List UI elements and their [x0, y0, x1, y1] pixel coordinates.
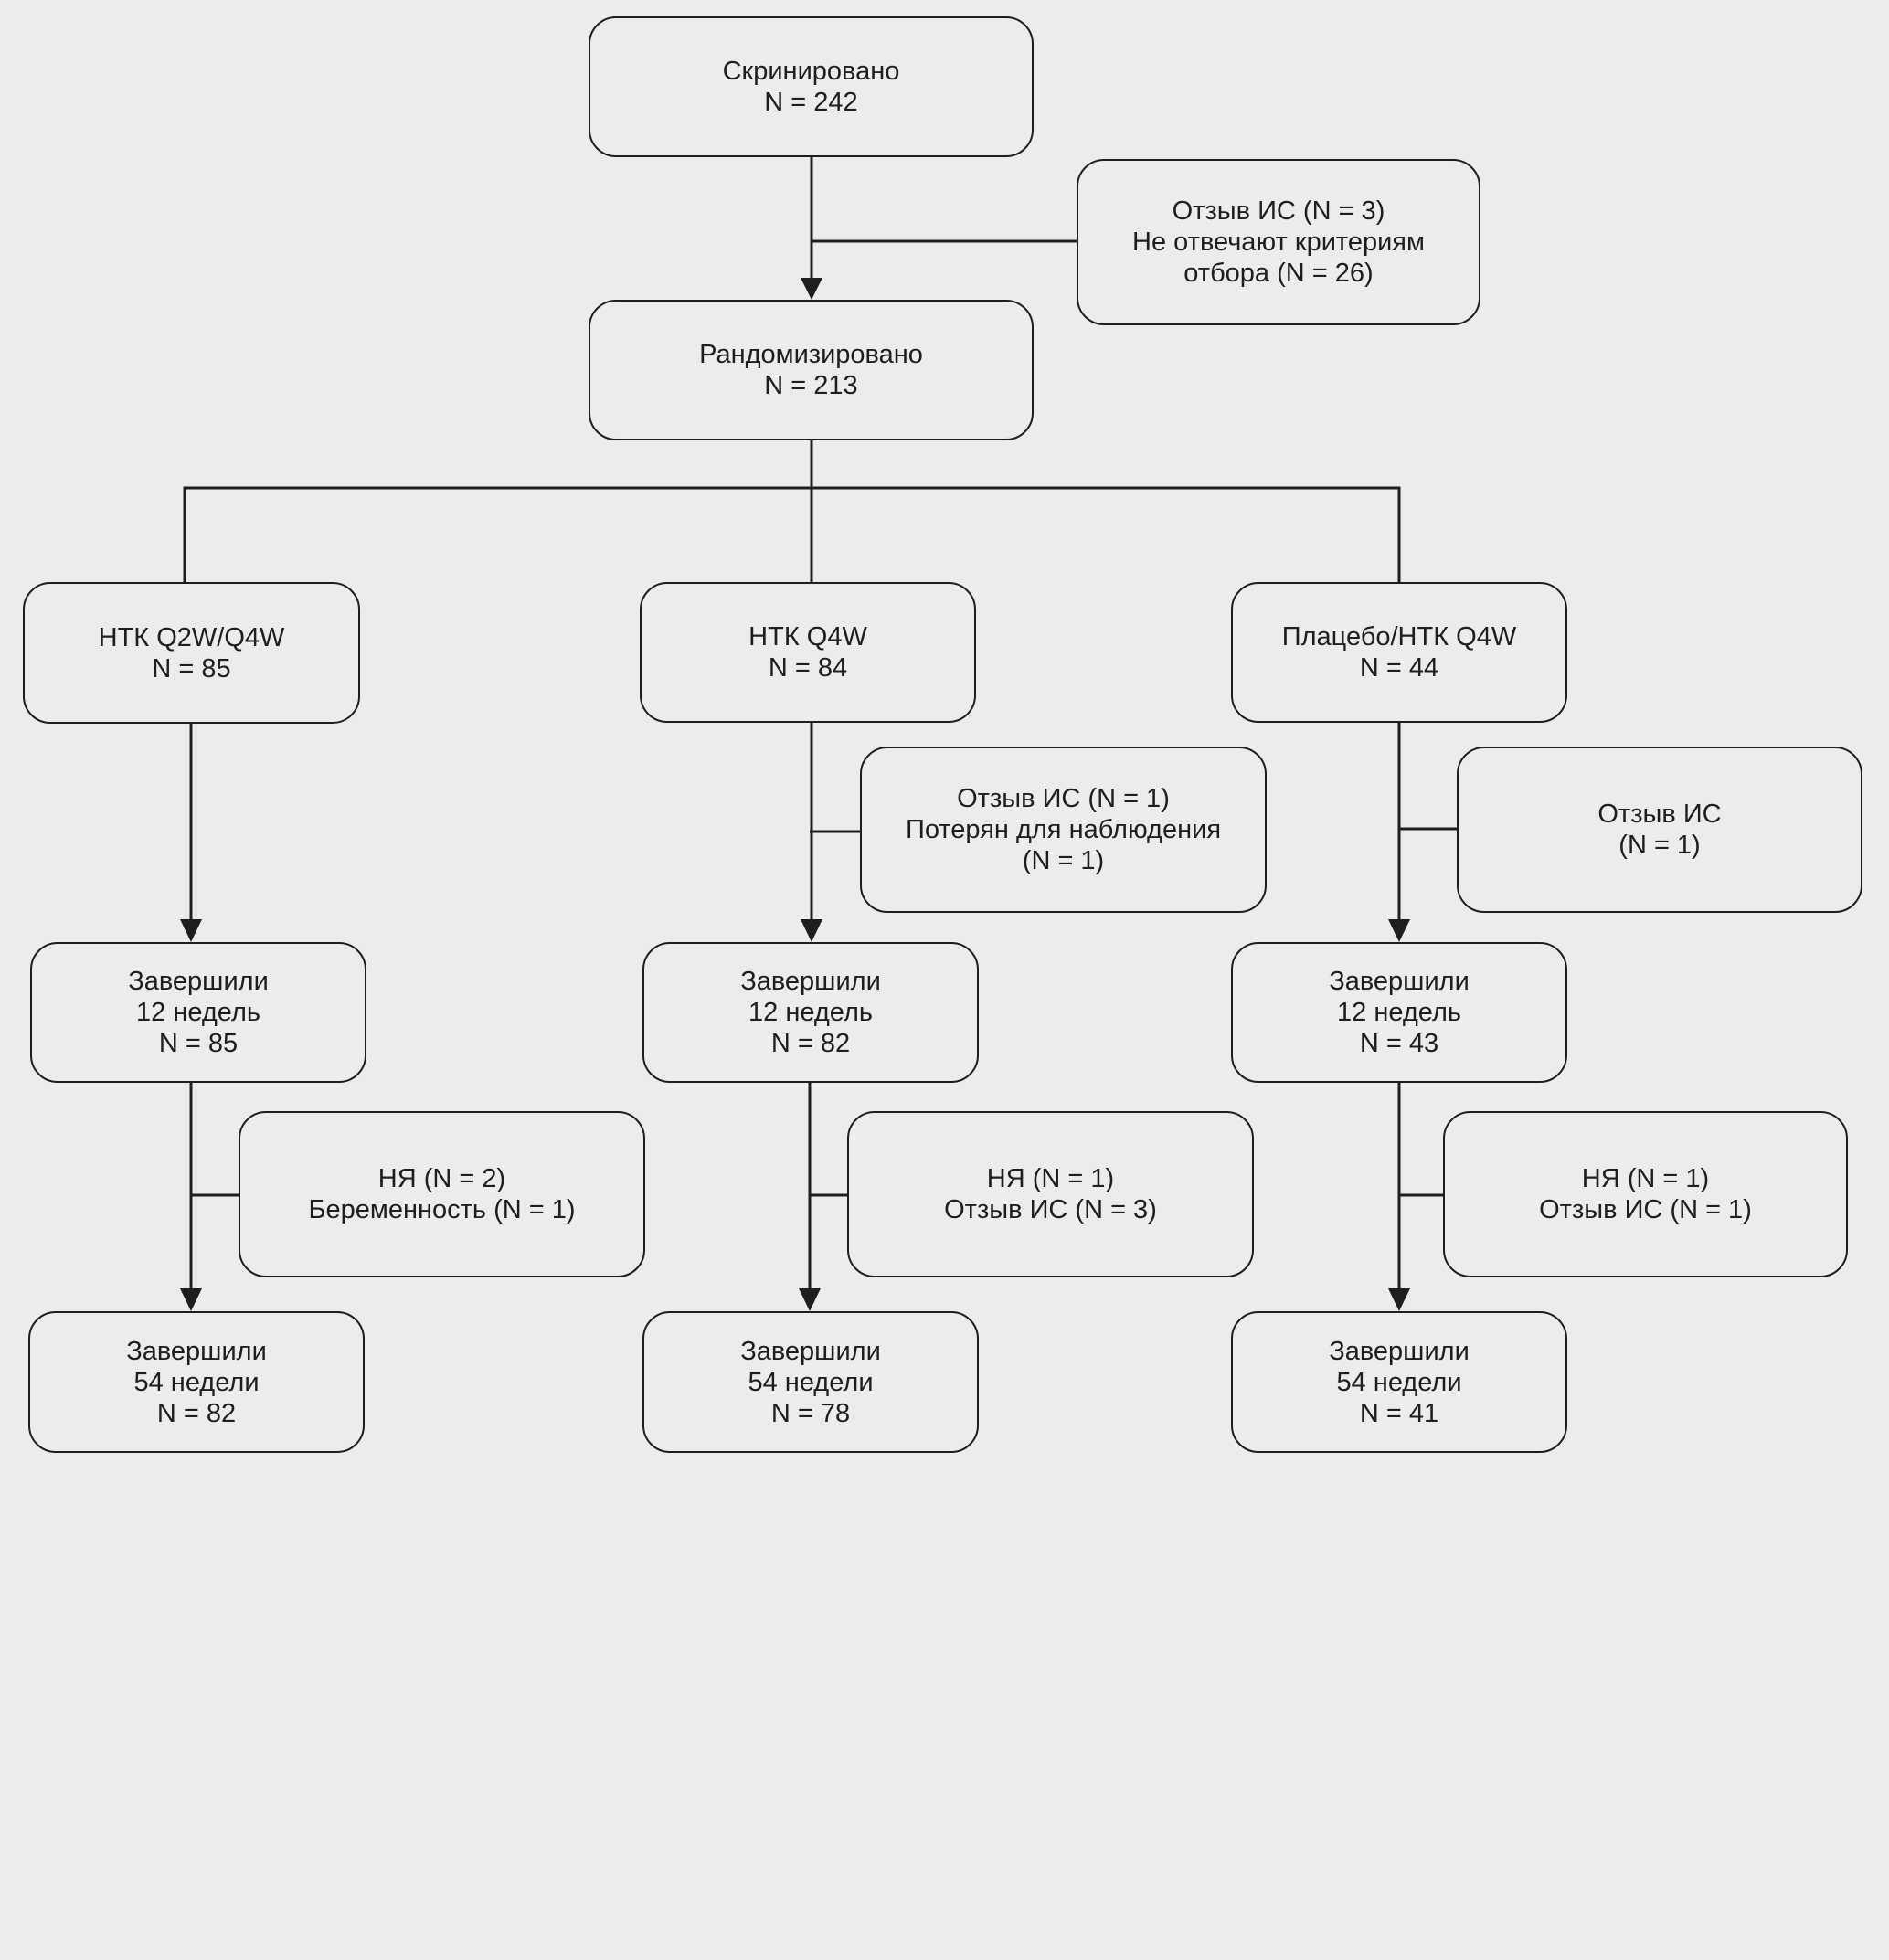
box-arm3-drop2: НЯ (N = 1)Отзыв ИС (N = 1) — [1443, 1111, 1848, 1277]
arrowhead — [801, 919, 822, 942]
box-line: Завершили — [740, 1336, 881, 1366]
box-line: N = 43 — [1359, 1029, 1439, 1058]
box-line: Завершили — [128, 967, 269, 996]
box-arm1-drop2: НЯ (N = 2)Беременность (N = 1) — [239, 1111, 645, 1277]
box-line: (N = 1) — [1022, 846, 1105, 875]
box-line: Отзыв ИС — [1597, 800, 1722, 829]
box-line: НЯ (N = 2) — [377, 1164, 506, 1193]
box-line: N = 41 — [1359, 1398, 1439, 1428]
box-line: N = 44 — [1359, 653, 1439, 683]
box-line: НЯ (N = 1) — [1581, 1164, 1710, 1193]
box-line: отбора (N = 26) — [1183, 259, 1374, 288]
box-line: Потерян для наблюдения — [905, 815, 1222, 844]
arrowhead — [180, 919, 202, 942]
box-line: N = 213 — [764, 371, 858, 400]
box-arm3-drop1: Отзыв ИС(N = 1) — [1457, 747, 1862, 913]
box-line: НТК Q4W — [748, 622, 867, 652]
box-line: Завершили — [740, 967, 881, 996]
arrowhead — [801, 278, 822, 300]
box-line: НТК Q2W/Q4W — [98, 622, 285, 652]
box-line: Скринировано — [722, 57, 900, 86]
box-line: Отзыв ИС (N = 1) — [1539, 1195, 1752, 1224]
box-line: Завершили — [1329, 1336, 1470, 1366]
box-line: N = 85 — [158, 1029, 239, 1058]
box-line: N = 82 — [156, 1398, 237, 1428]
box-line: N = 82 — [770, 1029, 851, 1058]
box-line: Завершили — [1329, 967, 1470, 996]
box-line: 54 недели — [1336, 1367, 1462, 1397]
box-line: 12 недель — [136, 998, 260, 1027]
box-line: Отзыв ИС (N = 3) — [944, 1195, 1157, 1224]
box-line: Отзыв ИС (N = 3) — [1172, 196, 1385, 226]
box-line: Плацебо/НТК Q4W — [1281, 622, 1517, 652]
box-arm2-drop2: НЯ (N = 1)Отзыв ИС (N = 3) — [847, 1111, 1254, 1277]
box-line: Беременность (N = 1) — [308, 1195, 576, 1224]
box-line: Не отвечают критериям — [1132, 228, 1425, 257]
box-line: 54 недели — [133, 1367, 260, 1397]
box-line: N = 84 — [768, 653, 848, 683]
arrowhead — [1388, 1288, 1410, 1311]
connector-split — [183, 486, 1401, 582]
box-line: Завершили — [126, 1336, 267, 1366]
box-line: Рандомизировано — [699, 340, 923, 369]
box-line: N = 242 — [764, 88, 858, 117]
box-line: 12 недель — [1337, 998, 1461, 1027]
box-line: 54 недели — [748, 1367, 874, 1397]
box-line: НЯ (N = 1) — [986, 1164, 1115, 1193]
box-line: 12 недель — [748, 998, 873, 1027]
box-arm2-drop1: Отзыв ИС (N = 1)Потерян для наблюдения(N… — [860, 747, 1267, 913]
box-line: N = 78 — [770, 1398, 851, 1428]
box-line: Отзыв ИС (N = 1) — [957, 784, 1170, 813]
arrowhead — [180, 1288, 202, 1311]
arrowhead — [1388, 919, 1410, 942]
box-line: N = 85 — [152, 653, 231, 683]
arrowheads — [180, 278, 1410, 1311]
arrowhead — [799, 1288, 821, 1311]
box-line: (N = 1) — [1618, 831, 1701, 860]
